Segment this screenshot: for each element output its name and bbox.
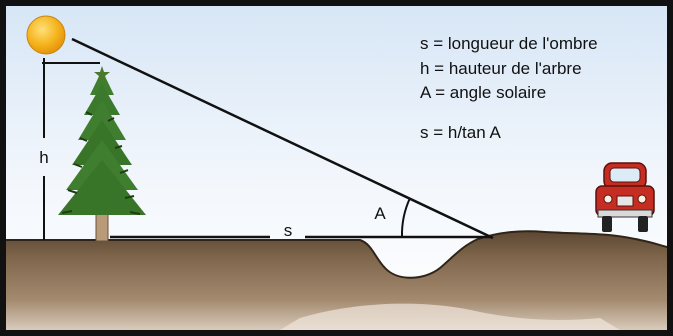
legend-a-definition: A = angle solaire	[420, 83, 546, 102]
sun-icon	[27, 16, 65, 54]
legend-h-definition: h = hauteur de l'arbre	[420, 59, 582, 78]
shadow-label: s	[284, 221, 293, 240]
formula: s = h/tan A	[420, 123, 501, 142]
height-label: h	[39, 148, 48, 167]
legend-s-definition: s = longueur de l'ombre	[420, 34, 598, 53]
angle-label: A	[374, 204, 386, 223]
